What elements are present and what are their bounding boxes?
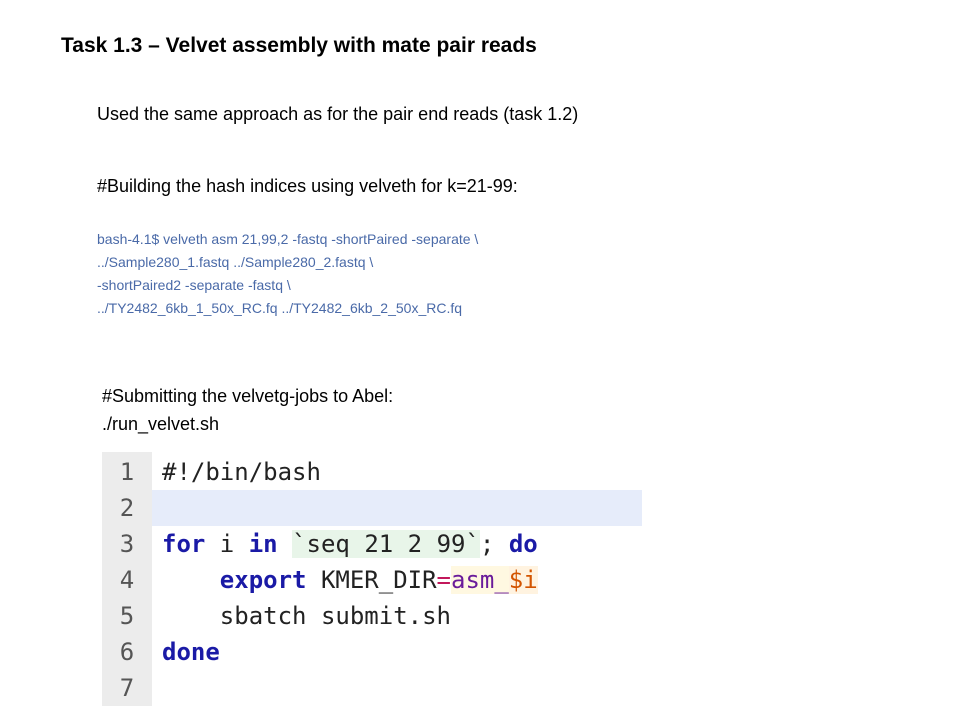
keyword-done: done <box>162 638 220 666</box>
submit-heading-text: #Submitting the velvetg-jobs to Abel: <box>102 386 394 406</box>
indent <box>162 566 220 594</box>
equals: = <box>436 566 451 594</box>
line-number: 7 <box>119 674 135 702</box>
current-line-highlight <box>152 490 642 526</box>
keyword-export: export <box>219 566 307 594</box>
env-name: KMER_DIR <box>306 566 437 594</box>
line-number: 3 <box>119 530 135 558</box>
hash-heading: #Building the hash indices using velveth… <box>97 176 518 196</box>
code-line-6: 6 done <box>102 634 642 670</box>
backtick-seq: `seq 21 2 99` <box>292 530 480 558</box>
command-line-2: ../Sample280_1.fastq ../Sample280_2.fast… <box>97 254 374 270</box>
line-number: 5 <box>119 602 135 630</box>
command-line-3: -shortPaired2 -separate -fastq \ <box>97 277 291 293</box>
keyword-in: in <box>248 530 278 558</box>
loop-var: i <box>205 530 249 558</box>
code-editor: 1 #!/bin/bash 2 3 for i in `seq 21 2 99`… <box>102 452 642 706</box>
code-text: #!/bin/bash <box>162 458 321 486</box>
line-number: 6 <box>119 638 135 666</box>
code-line-2: 2 <box>102 490 642 526</box>
code-line-7: 7 <box>102 670 642 706</box>
code-text: for i in `seq 21 2 99`; do <box>162 526 538 562</box>
slide-title: Task 1.3 – Velvet assembly with mate pai… <box>61 34 537 57</box>
keyword-do: do <box>508 530 538 558</box>
code-text: sbatch submit.sh <box>162 602 451 630</box>
code-line-3: 3 for i in `seq 21 2 99`; do <box>102 526 642 562</box>
keyword-for: for <box>162 530 206 558</box>
line-number-gutter <box>102 452 152 706</box>
velveth-command: bash-4.1$ velveth asm 21,99,2 -fastq -sh… <box>97 228 478 320</box>
semicolon: ; <box>479 530 509 558</box>
line-number: 1 <box>119 458 135 486</box>
space <box>278 530 292 558</box>
command-line-4: ../TY2482_6kb_1_50x_RC.fq ../TY2482_6kb_… <box>97 300 463 316</box>
script-name: ./run_velvet.sh <box>102 414 220 434</box>
code-text: export KMER_DIR=asm_$i <box>162 562 538 598</box>
submit-heading: #Submitting the velvetg-jobs to Abel: ./… <box>102 382 393 438</box>
code-line-1: 1 #!/bin/bash <box>102 454 642 490</box>
env-value: asm_ <box>451 566 509 594</box>
variable-i: $i <box>508 566 538 594</box>
command-line-1: bash-4.1$ velveth asm 21,99,2 -fastq -sh… <box>97 231 479 247</box>
subtitle: Used the same approach as for the pair e… <box>97 104 579 124</box>
code-text: done <box>162 634 220 670</box>
code-line-5: 5 sbatch submit.sh <box>102 598 642 634</box>
line-number: 4 <box>119 566 135 594</box>
line-number: 2 <box>119 494 135 522</box>
code-line-4: 4 export KMER_DIR=asm_$i <box>102 562 642 598</box>
